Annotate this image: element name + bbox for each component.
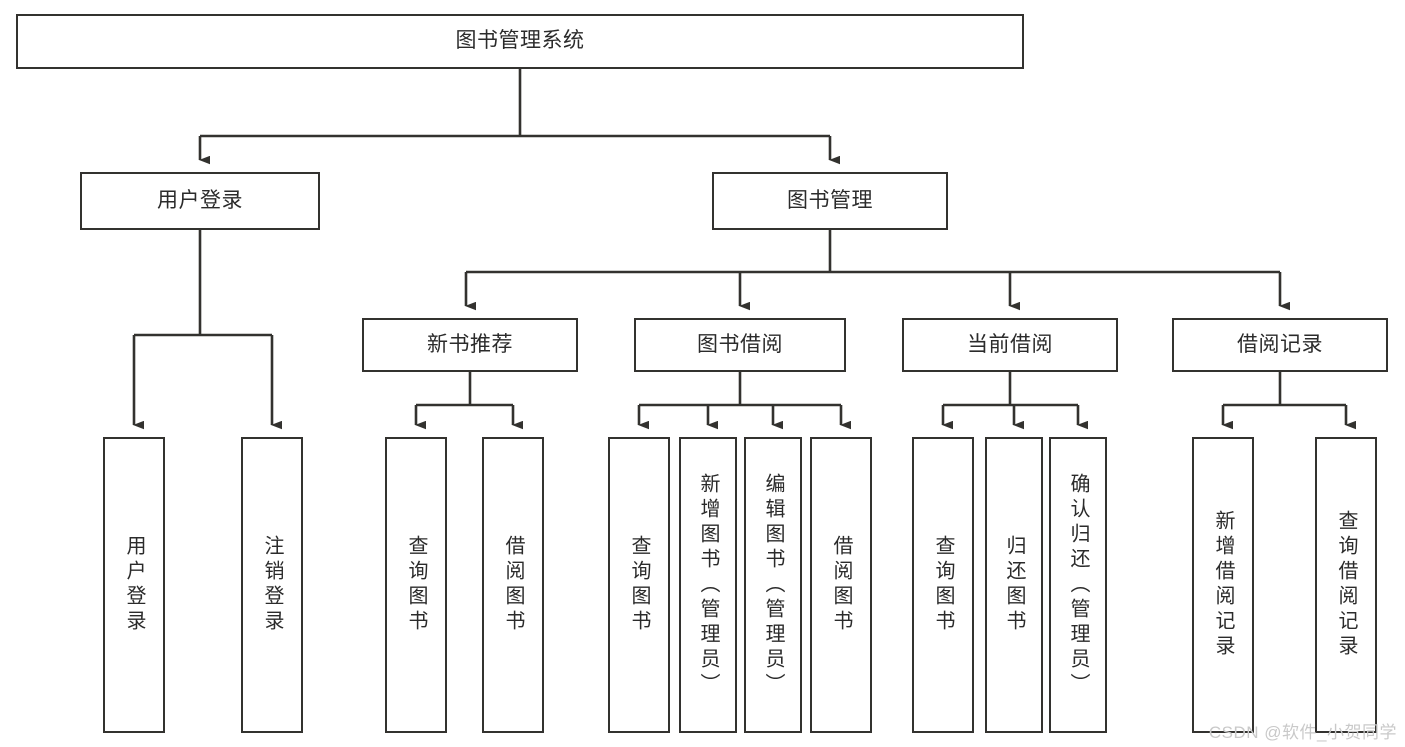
node-user-login[interactable]: 用户登录 [80, 172, 320, 230]
node-book-management-label: 图书管理 [787, 188, 873, 212]
node-leaf-confirm-return-admin[interactable]: 确认归还（管理员） [1049, 437, 1107, 733]
node-leaf-query-book-recommend[interactable]: 查询图书 [385, 437, 447, 733]
node-current-borrow-label: 当前借阅 [967, 332, 1053, 356]
node-leaf-query-book-current-label: 查询图书 [932, 535, 954, 635]
node-leaf-borrow-book-borrow-label: 借阅图书 [830, 535, 852, 635]
node-leaf-edit-book-admin[interactable]: 编辑图书（管理员） [744, 437, 802, 733]
node-new-book-recommend-label: 新书推荐 [427, 332, 513, 356]
node-leaf-user-login-label: 用户登录 [123, 535, 145, 635]
node-book-management[interactable]: 图书管理 [712, 172, 948, 230]
node-leaf-user-login[interactable]: 用户登录 [103, 437, 165, 733]
node-user-login-label: 用户登录 [157, 188, 243, 212]
node-borrow-records[interactable]: 借阅记录 [1172, 318, 1388, 372]
node-borrow-records-label: 借阅记录 [1237, 332, 1323, 356]
node-leaf-borrow-book-recommend[interactable]: 借阅图书 [482, 437, 544, 733]
node-leaf-return-book-label: 归还图书 [1003, 535, 1025, 635]
node-leaf-query-book-borrow-label: 查询图书 [628, 535, 650, 635]
node-current-borrow[interactable]: 当前借阅 [902, 318, 1118, 372]
node-leaf-query-borrow-record[interactable]: 查询借阅记录 [1315, 437, 1377, 733]
node-leaf-user-logout-label: 注销登录 [261, 535, 283, 635]
node-leaf-query-book-current[interactable]: 查询图书 [912, 437, 974, 733]
watermark-text: CSDN @软件_小贺同学 [1208, 723, 1397, 742]
node-leaf-query-borrow-record-label: 查询借阅记录 [1335, 510, 1357, 660]
node-book-borrow[interactable]: 图书借阅 [634, 318, 846, 372]
node-leaf-user-logout[interactable]: 注销登录 [241, 437, 303, 733]
node-leaf-confirm-return-admin-label: 确认归还（管理员） [1067, 472, 1089, 698]
node-leaf-add-borrow-record-label: 新增借阅记录 [1212, 510, 1234, 660]
node-leaf-add-borrow-record[interactable]: 新增借阅记录 [1192, 437, 1254, 733]
node-new-book-recommend[interactable]: 新书推荐 [362, 318, 578, 372]
node-book-borrow-label: 图书借阅 [697, 332, 783, 356]
node-root[interactable]: 图书管理系统 [16, 14, 1024, 69]
node-root-label: 图书管理系统 [455, 29, 585, 53]
node-leaf-add-book-admin[interactable]: 新增图书（管理员） [679, 437, 737, 733]
node-leaf-return-book[interactable]: 归还图书 [985, 437, 1043, 733]
node-leaf-add-book-admin-label: 新增图书（管理员） [697, 472, 719, 698]
node-leaf-borrow-book-borrow[interactable]: 借阅图书 [810, 437, 872, 733]
node-leaf-query-book-recommend-label: 查询图书 [405, 535, 427, 635]
node-leaf-edit-book-admin-label: 编辑图书（管理员） [762, 472, 784, 698]
node-leaf-query-book-borrow[interactable]: 查询图书 [608, 437, 670, 733]
node-leaf-borrow-book-recommend-label: 借阅图书 [502, 535, 524, 635]
